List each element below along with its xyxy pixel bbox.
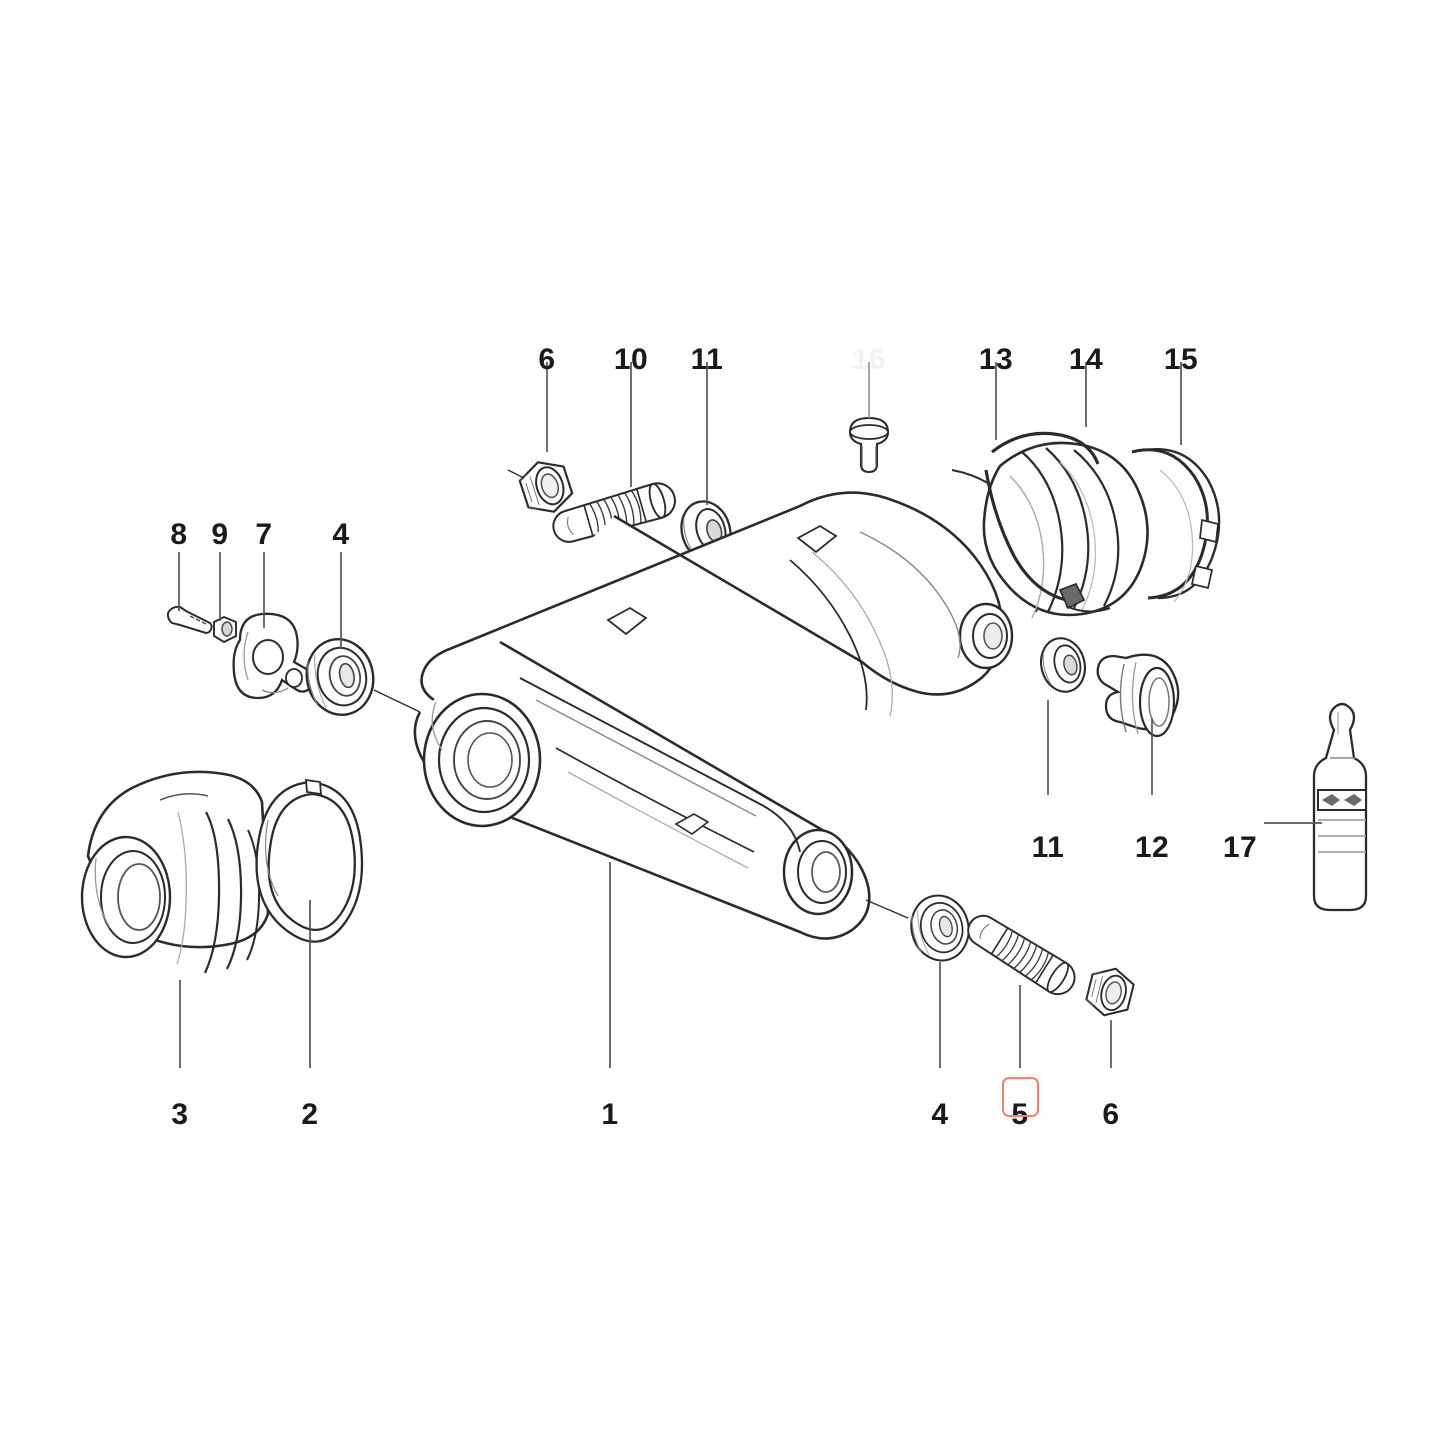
part-16-rivet-plug	[848, 416, 890, 474]
callout-label-1[interactable]: 1	[601, 1098, 619, 1131]
part-5-stud-bolt	[960, 907, 1082, 1002]
part-12-stop-buffer	[1096, 653, 1180, 738]
axis-line-left	[373, 689, 421, 713]
part-15-boot-clamp-small	[1131, 447, 1221, 603]
callout-label-17[interactable]: 17	[1222, 831, 1258, 864]
part-11-washer-right	[1034, 632, 1092, 698]
callout-label-12[interactable]: 12	[1134, 831, 1170, 864]
callout-label-8[interactable]: 8	[170, 518, 188, 551]
part-4-bearing-bottom	[903, 888, 977, 968]
callout-label-7[interactable]: 7	[255, 518, 273, 551]
callout-label-11[interactable]: 11	[1031, 831, 1065, 864]
callout-label-4[interactable]: 4	[931, 1098, 949, 1131]
callout-label-3[interactable]: 3	[171, 1098, 189, 1131]
part-2-circlip	[255, 778, 364, 943]
callout-label-4[interactable]: 4	[332, 518, 350, 551]
callout-label-11[interactable]: 11	[690, 343, 724, 376]
callout-label-13[interactable]: 13	[978, 343, 1014, 376]
part-6-nut-top	[514, 454, 578, 520]
part-6-nut-bottom	[1082, 962, 1138, 1022]
part-8-bolt	[166, 605, 213, 635]
callout-label-16[interactable]: 16	[851, 343, 887, 376]
callout-label-9[interactable]: 9	[211, 518, 229, 551]
part-9-small-nut	[213, 615, 237, 644]
callout-label-5[interactable]: 5	[1011, 1098, 1029, 1131]
callout-label-6[interactable]: 6	[538, 343, 556, 376]
callout-label-10[interactable]: 10	[613, 343, 649, 376]
part-1-trailing-arm	[413, 469, 1043, 940]
part-7-bracket-mount	[232, 612, 317, 700]
callout-label-15[interactable]: 15	[1163, 343, 1199, 376]
callout-label-2[interactable]: 2	[301, 1098, 319, 1131]
part-13-boot-clamp-large	[984, 431, 1111, 613]
part-3-rubber-bushing	[80, 770, 270, 974]
callout-label-6[interactable]: 6	[1102, 1098, 1120, 1131]
part-17-grease-bottle	[1312, 702, 1368, 912]
callout-label-14[interactable]: 14	[1068, 343, 1104, 376]
part-4-bearing-left	[298, 631, 382, 723]
leader-lines	[178, 362, 1322, 1068]
